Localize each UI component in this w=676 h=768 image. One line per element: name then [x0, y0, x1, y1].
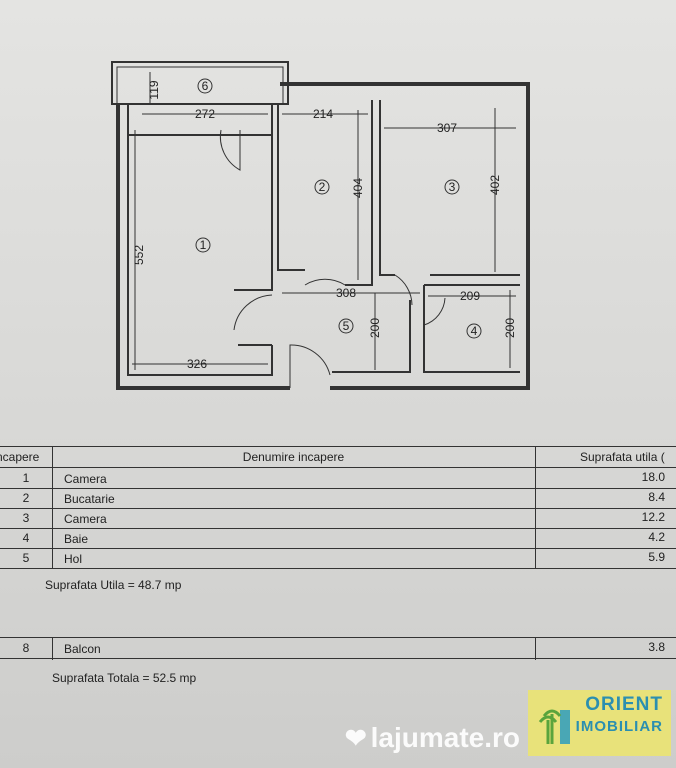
table-row: 4 Baie 4.2: [0, 528, 676, 549]
room-3-label: 3: [449, 180, 456, 194]
row-nr: 1: [22, 471, 30, 485]
row-area: 18.0: [641, 470, 665, 484]
room-1-label: 1: [200, 238, 207, 252]
room-6-label: 6: [202, 79, 209, 93]
row-nr: 2: [22, 491, 30, 505]
dim-r3-h: 402: [488, 175, 502, 195]
dim-r1-h: 552: [132, 245, 146, 265]
outer-walls: [116, 82, 530, 390]
row-name: Camera: [64, 472, 107, 486]
header-nr: Incapere: [0, 450, 40, 464]
table-row: 5 Hol 5.9: [0, 548, 676, 569]
dim-r2-w: 214: [313, 107, 333, 121]
row-nr: 3: [22, 511, 30, 525]
palm-tree-icon: [538, 709, 570, 744]
dim-r4-h: 200: [503, 318, 517, 338]
table-row: 1 Camera 18.0: [0, 468, 676, 489]
dim-r1-w: 326: [187, 357, 207, 371]
row-area: 3.8: [648, 640, 665, 654]
room-2-label: 2: [319, 180, 326, 194]
room-5-label: 5: [343, 319, 350, 333]
header-name: Denumire incapere: [242, 450, 345, 464]
table-header: Incapere Denumire incapere Suprafata uti…: [0, 447, 676, 468]
dim-r3-w: 307: [437, 121, 457, 135]
lajumate-watermark: ❤lajumate.ro: [345, 722, 520, 754]
dim-balcony-h: 119: [147, 80, 161, 99]
row-name: Balcon: [64, 642, 101, 656]
row-area: 4.2: [648, 530, 665, 544]
row-name: Camera: [64, 512, 107, 526]
table-row: 3 Camera 12.2: [0, 508, 676, 529]
summary-utila: Suprafata Utila = 48.7 mp: [45, 578, 182, 592]
row-area: 12.2: [641, 510, 665, 524]
row-nr: 8: [22, 641, 30, 655]
table-row: 8 Balcon 3.8: [0, 638, 676, 659]
rooms-table: Incapere Denumire incapere Suprafata uti…: [0, 446, 676, 569]
row-area: 8.4: [648, 490, 665, 504]
dim-r2-h: 404: [351, 178, 365, 198]
row-name: Baie: [64, 532, 89, 546]
row-name: Bucatarie: [64, 492, 115, 506]
logo-line2: IMOBILIAR: [575, 718, 663, 735]
watermark-text: lajumate.ro: [370, 722, 520, 753]
logo-line1: ORIENT: [585, 694, 663, 715]
dim-balcony-w: 272: [195, 107, 215, 121]
row-name: Hol: [64, 552, 83, 566]
balcony-table: 8 Balcon 3.8: [0, 637, 676, 660]
table-row: 2 Bucatarie 8.4: [0, 488, 676, 509]
dim-hall-h: 200: [368, 318, 382, 338]
row-nr: 5: [22, 551, 30, 565]
orient-imobiliar-logo: ORIENT IMOBILIAR: [528, 690, 671, 756]
row-nr: 4: [22, 531, 30, 545]
floor-plan: 6 1 2 3 5 4 119 272 552 326 214 404 307 …: [111, 61, 530, 390]
dim-r4-w: 209: [460, 289, 480, 303]
room-4-label: 4: [471, 324, 478, 338]
row-area: 5.9: [648, 550, 665, 564]
header-area: Suprafata utila (: [580, 450, 665, 464]
summary-totala: Suprafata Totala = 52.5 mp: [52, 671, 197, 685]
balcony-outline: [111, 61, 289, 105]
dim-hall-w: 308: [336, 286, 356, 300]
handshake-icon: ❤: [344, 723, 367, 753]
